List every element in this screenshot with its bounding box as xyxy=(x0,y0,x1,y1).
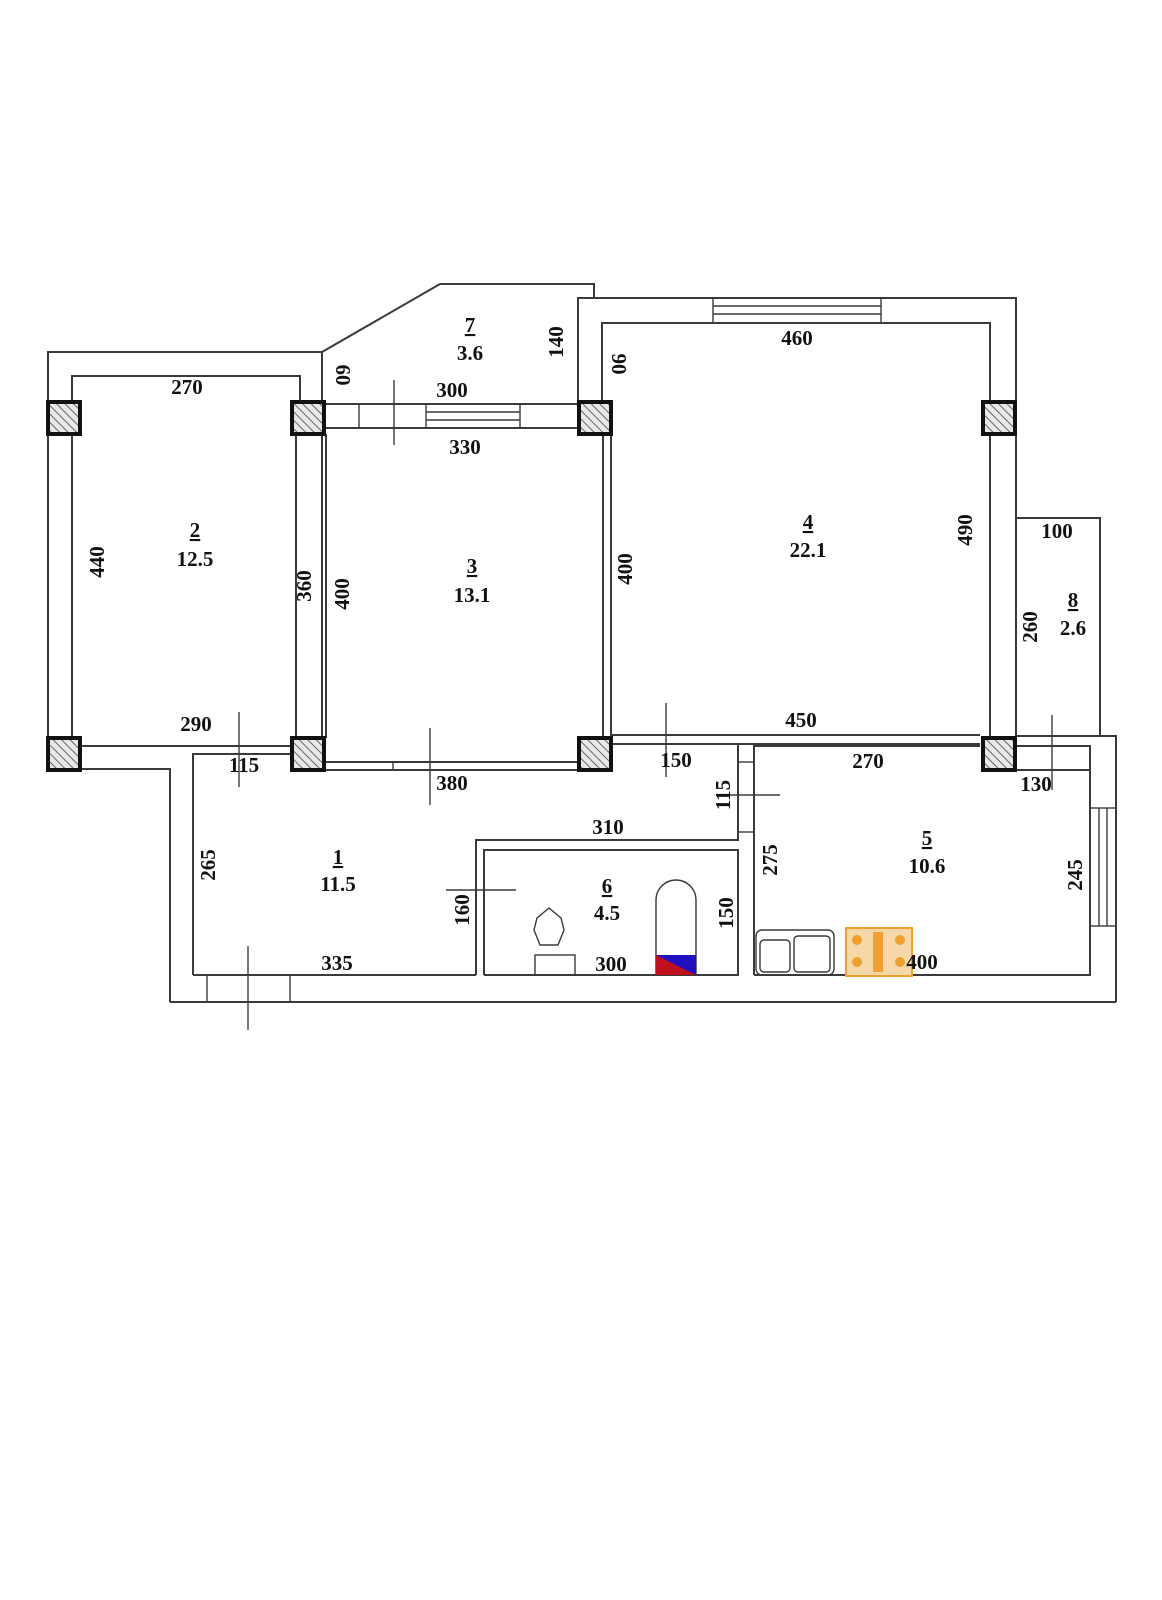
room-5-walls xyxy=(754,735,1117,1002)
dim-r1-left: 265 xyxy=(196,849,220,881)
room-4-walls xyxy=(577,297,1017,777)
room-6-walls xyxy=(446,849,739,976)
sink-icon xyxy=(755,929,835,976)
dim-r3-left: 400 xyxy=(330,578,354,610)
room-6-area: 4.5 xyxy=(594,901,620,925)
dimension-labels: 270 440 360 290 60 140 300 330 400 400 3… xyxy=(85,326,1087,976)
room-2-walls xyxy=(47,351,323,1002)
dim-r4-left: 90 xyxy=(607,354,631,375)
dim-r8-left: 260 xyxy=(1018,611,1042,643)
dim-r6-top: 310 xyxy=(592,815,624,839)
corridor-walls xyxy=(612,743,780,975)
toilet-icon xyxy=(533,907,576,976)
dim-r2-right: 360 xyxy=(292,570,316,602)
room-2-number: 2 xyxy=(190,518,201,542)
room-1-walls xyxy=(170,712,1116,1030)
room-labels: 2 12.5 3 13.1 4 22.1 7 3.6 8 2.6 1 11.5 … xyxy=(177,313,1087,925)
room-3-number: 3 xyxy=(467,554,478,578)
dim-r4-top: 460 xyxy=(781,326,813,350)
room-3-walls xyxy=(325,434,612,805)
dim-r5-right: 245 xyxy=(1063,859,1087,891)
stove-icon xyxy=(845,927,913,977)
dim-r2-left: 440 xyxy=(85,546,109,578)
dim-r5-bottom: 400 xyxy=(906,950,938,974)
room-1-area: 11.5 xyxy=(320,872,356,896)
dim-r8-top: 100 xyxy=(1041,519,1073,543)
room-5-area: 10.6 xyxy=(909,854,946,878)
room-3-area: 13.1 xyxy=(454,583,491,607)
dim-r5-top: 270 xyxy=(852,749,884,773)
dim-hall-door: 115 xyxy=(229,753,259,777)
dim-r7-left: 60 xyxy=(331,365,355,386)
room-4-area: 22.1 xyxy=(790,538,827,562)
dim-r6-left: 160 xyxy=(450,894,474,926)
room-7-number: 7 xyxy=(465,313,476,337)
boiler-icon xyxy=(655,879,697,975)
dim-r6-bottom: 300 xyxy=(595,952,627,976)
room-6-number: 6 xyxy=(602,874,613,898)
dim-corridor-door: 150 xyxy=(660,748,692,772)
room-2-area: 12.5 xyxy=(177,547,214,571)
room-8-walls xyxy=(1016,517,1101,790)
dim-r4-right: 490 xyxy=(953,514,977,546)
dim-r2-top: 270 xyxy=(171,375,203,399)
room-8-area: 2.6 xyxy=(1060,616,1086,640)
dim-r5-right-top: 130 xyxy=(1020,772,1052,796)
dim-r7-right: 140 xyxy=(544,326,568,358)
room-5-number: 5 xyxy=(922,826,933,850)
dim-r3-top: 330 xyxy=(449,435,481,459)
dim-r6-right: 150 xyxy=(714,897,738,929)
dim-r1-bottom: 335 xyxy=(321,951,353,975)
dim-r3-right: 400 xyxy=(613,553,637,585)
room-4-number: 4 xyxy=(803,510,814,534)
dim-r7-window: 300 xyxy=(436,378,468,402)
structural-columns xyxy=(46,400,1017,772)
room-1-number: 1 xyxy=(333,845,344,869)
dim-r5-left: 275 xyxy=(758,844,782,876)
room-8-number: 8 xyxy=(1068,588,1079,612)
room-7-area: 3.6 xyxy=(457,341,483,365)
dim-r2-bottom: 290 xyxy=(180,712,212,736)
room-7-walls xyxy=(321,283,595,445)
dim-corridor-side: 115 xyxy=(711,780,735,810)
dim-r3-bottom: 380 xyxy=(436,771,468,795)
dim-r4-bottom: 450 xyxy=(785,708,817,732)
